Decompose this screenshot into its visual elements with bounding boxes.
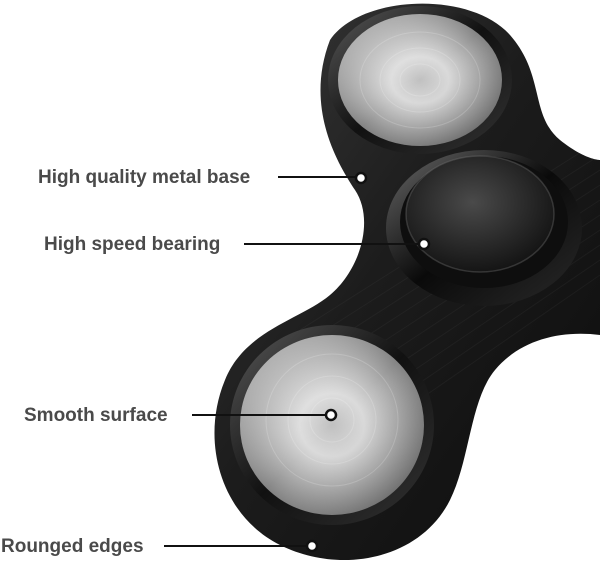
callout-dots — [305, 171, 431, 553]
callout-dot-edges — [305, 539, 319, 553]
label-metal-base: High quality metal base — [38, 167, 251, 188]
callout-dot-metal — [354, 171, 368, 185]
label-smooth-surface: Smooth surface — [24, 405, 168, 426]
bottom-metal-cap — [230, 325, 434, 525]
callout-dot-smooth — [324, 408, 338, 422]
label-rounded-edges: Rounged edges — [1, 536, 144, 557]
label-speed-bearing: High speed bearing — [44, 234, 221, 255]
top-metal-cap — [328, 6, 512, 154]
center-bearing — [386, 150, 582, 306]
leader-lines — [164, 176, 418, 547]
callout-dot-bearing — [417, 237, 431, 251]
